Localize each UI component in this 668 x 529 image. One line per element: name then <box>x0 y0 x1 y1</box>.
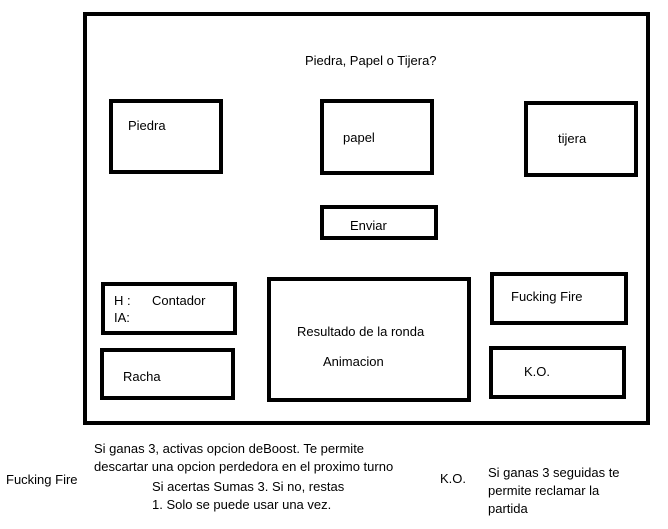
tijera-label: tijera <box>558 131 587 146</box>
piedra-label: Piedra <box>128 118 166 133</box>
round-result-box: Resultado de la ronda Animacion <box>267 277 471 402</box>
round-result-title: Resultado de la ronda <box>297 324 425 339</box>
game-window-frame <box>83 12 650 425</box>
human-score-label: H : <box>114 293 131 308</box>
enviar-button[interactable]: Enviar <box>320 205 438 240</box>
papel-label: papel <box>343 130 375 145</box>
streak-box: Racha <box>100 348 235 400</box>
game-title: Piedra, Papel o Tijera? <box>305 53 437 68</box>
fucking-fire-note: Si acertas Sumas 3. Si no, restas 1. Sol… <box>152 479 345 512</box>
fucking-fire-button[interactable]: Fucking Fire <box>490 272 628 325</box>
fucking-fire-note-title: Fucking Fire <box>6 472 78 487</box>
ai-score-label: IA: <box>114 310 130 325</box>
papel-button[interactable]: papel <box>320 99 434 175</box>
animation-placeholder: Animacion <box>323 354 384 369</box>
fucking-fire-label: Fucking Fire <box>511 289 583 304</box>
ko-note-title: K.O. <box>440 471 467 486</box>
enviar-label: Enviar <box>350 218 387 233</box>
ko-button[interactable]: K.O. <box>489 346 626 399</box>
score-counter-box: H : Contador IA: <box>101 282 237 335</box>
tijera-button[interactable]: tijera <box>524 101 638 177</box>
boost-note: Si ganas 3, activas opcion deBoost. Te p… <box>94 441 394 474</box>
ko-note: Si ganas 3 seguidas te permite reclamar … <box>488 465 620 516</box>
piedra-button[interactable]: Piedra <box>109 99 223 174</box>
counter-label: Contador <box>152 293 206 308</box>
streak-label: Racha <box>123 369 161 384</box>
ko-label: K.O. <box>524 364 551 379</box>
